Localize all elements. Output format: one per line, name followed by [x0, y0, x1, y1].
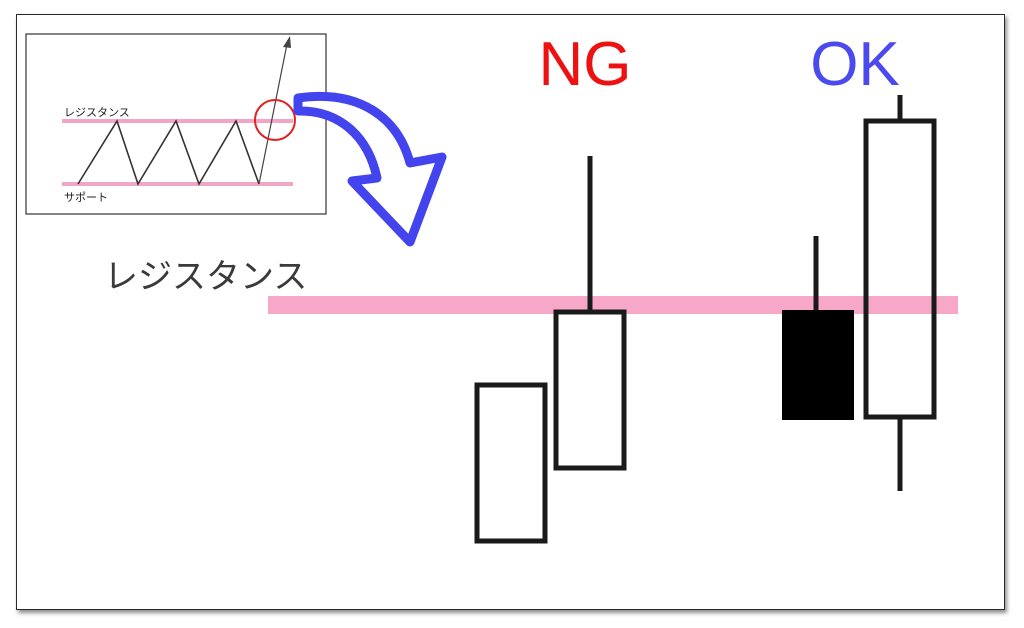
ok-candle-2 — [863, 118, 937, 420]
inset-support-label: サポート — [64, 191, 108, 204]
inset-resistance-label: レジスタンス — [64, 106, 130, 119]
inset-border — [25, 33, 327, 215]
inset-zigzag — [77, 119, 260, 186]
ng-candle-2 — [553, 309, 627, 471]
resistance-line — [268, 296, 958, 314]
curved-arrow-icon — [293, 91, 447, 247]
ng-label: NG — [539, 30, 632, 99]
ok-candle-1 — [782, 310, 854, 420]
ng-candles — [474, 156, 627, 544]
ng-candle-1 — [474, 382, 548, 544]
circle-highlight-icon — [254, 99, 296, 141]
arrow-up-right-icon — [283, 36, 291, 48]
breakout-arrow-line — [258, 43, 288, 185]
ok-label: OK — [810, 30, 900, 99]
inset-chart: レジスタンス サポート — [25, 33, 327, 215]
ok-candles — [782, 95, 937, 491]
resistance-label: レジスタンス — [104, 257, 307, 297]
